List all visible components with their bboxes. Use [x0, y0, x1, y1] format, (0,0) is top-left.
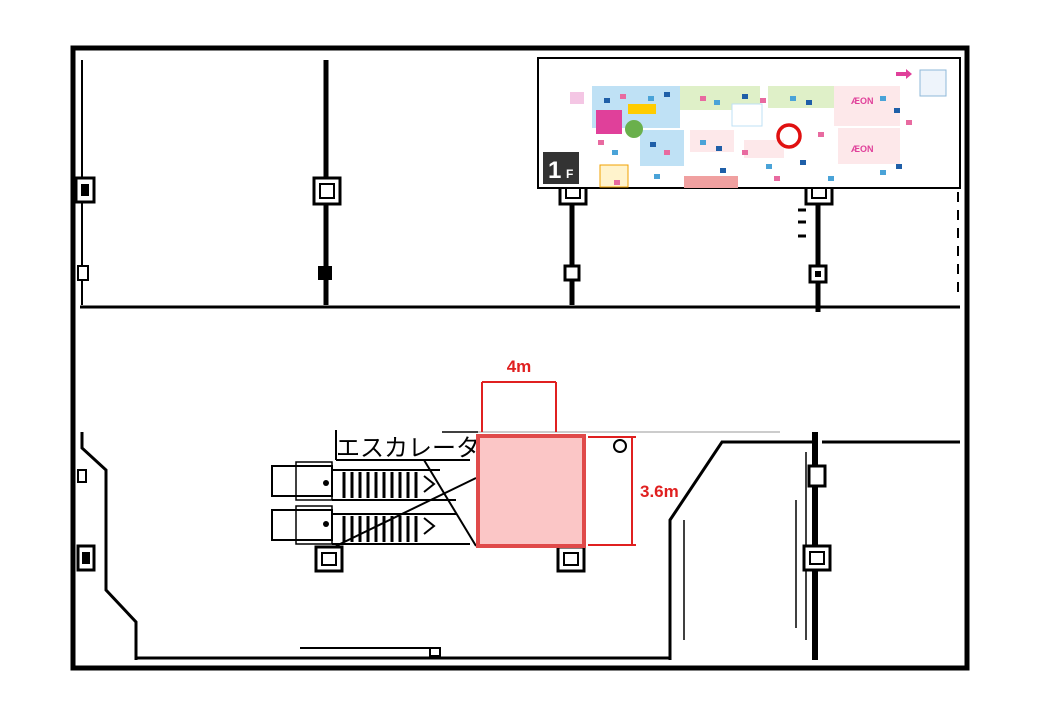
inset-shop-marker [654, 174, 660, 179]
inset-shop-marker [806, 100, 812, 105]
floor-suffix: F [566, 167, 573, 181]
highlight-rect [476, 434, 586, 548]
inset-shop-marker [896, 164, 902, 169]
inset-shops [570, 69, 947, 188]
dimension-lines [481, 381, 636, 546]
inset-shop-marker [700, 96, 706, 101]
width-dimension-label: 4m [507, 357, 532, 376]
inset-shop-marker [604, 98, 610, 103]
inset-shop-marker [828, 176, 834, 181]
inset-shop-marker [664, 150, 670, 155]
inset-shop-marker [880, 170, 886, 175]
inset-shop-marker [742, 150, 748, 155]
marker-circle-icon [613, 439, 627, 453]
inset-shop-marker [664, 92, 670, 97]
inset-shop-marker [880, 96, 886, 101]
location-marker-icon [776, 123, 802, 149]
inset-shop-marker [800, 160, 806, 165]
inset-brand-label-1: ÆON [851, 96, 874, 106]
map-frame [70, 45, 970, 671]
inset-shop-marker [716, 146, 722, 151]
direction-arrow-icon [896, 69, 912, 79]
inset-shop-marker [742, 94, 748, 99]
columns-lower [76, 464, 832, 573]
inset-shop-marker [818, 132, 824, 137]
columns-upper [74, 176, 834, 284]
inset-brand-label-2: ÆON [851, 144, 874, 154]
inset-shop-marker [700, 140, 706, 145]
inset-shop-marker [620, 94, 626, 99]
depth-dimension-label: 3.6m [640, 482, 679, 501]
inset-shop-marker [790, 96, 796, 101]
highlight-area: 4m 3.6m [476, 357, 679, 548]
inset-shop-marker [906, 120, 912, 125]
floor-number: 1 [548, 157, 561, 184]
inset-shop-marker [598, 140, 604, 145]
inset-shop-marker [766, 164, 772, 169]
inset-shop-marker [714, 100, 720, 105]
inset-shop-marker [650, 142, 656, 147]
inset-shop-marker [720, 168, 726, 173]
inset-map: ÆON ÆON 1 F [537, 57, 961, 189]
escalator-label: エスカレータ [336, 435, 480, 462]
escalator-lane-top [271, 461, 456, 501]
inset-shop-marker [614, 180, 620, 185]
escalator: エスカレータ [271, 430, 480, 547]
floor-badge: 1 F [543, 152, 579, 184]
inset-shop-marker [760, 98, 766, 103]
inset-shop-marker [612, 150, 618, 155]
inset-shop-marker [648, 96, 654, 101]
inset-shop-marker [774, 176, 780, 181]
escalator-lane-bottom [271, 505, 470, 545]
inset-shop-marker [894, 108, 900, 113]
